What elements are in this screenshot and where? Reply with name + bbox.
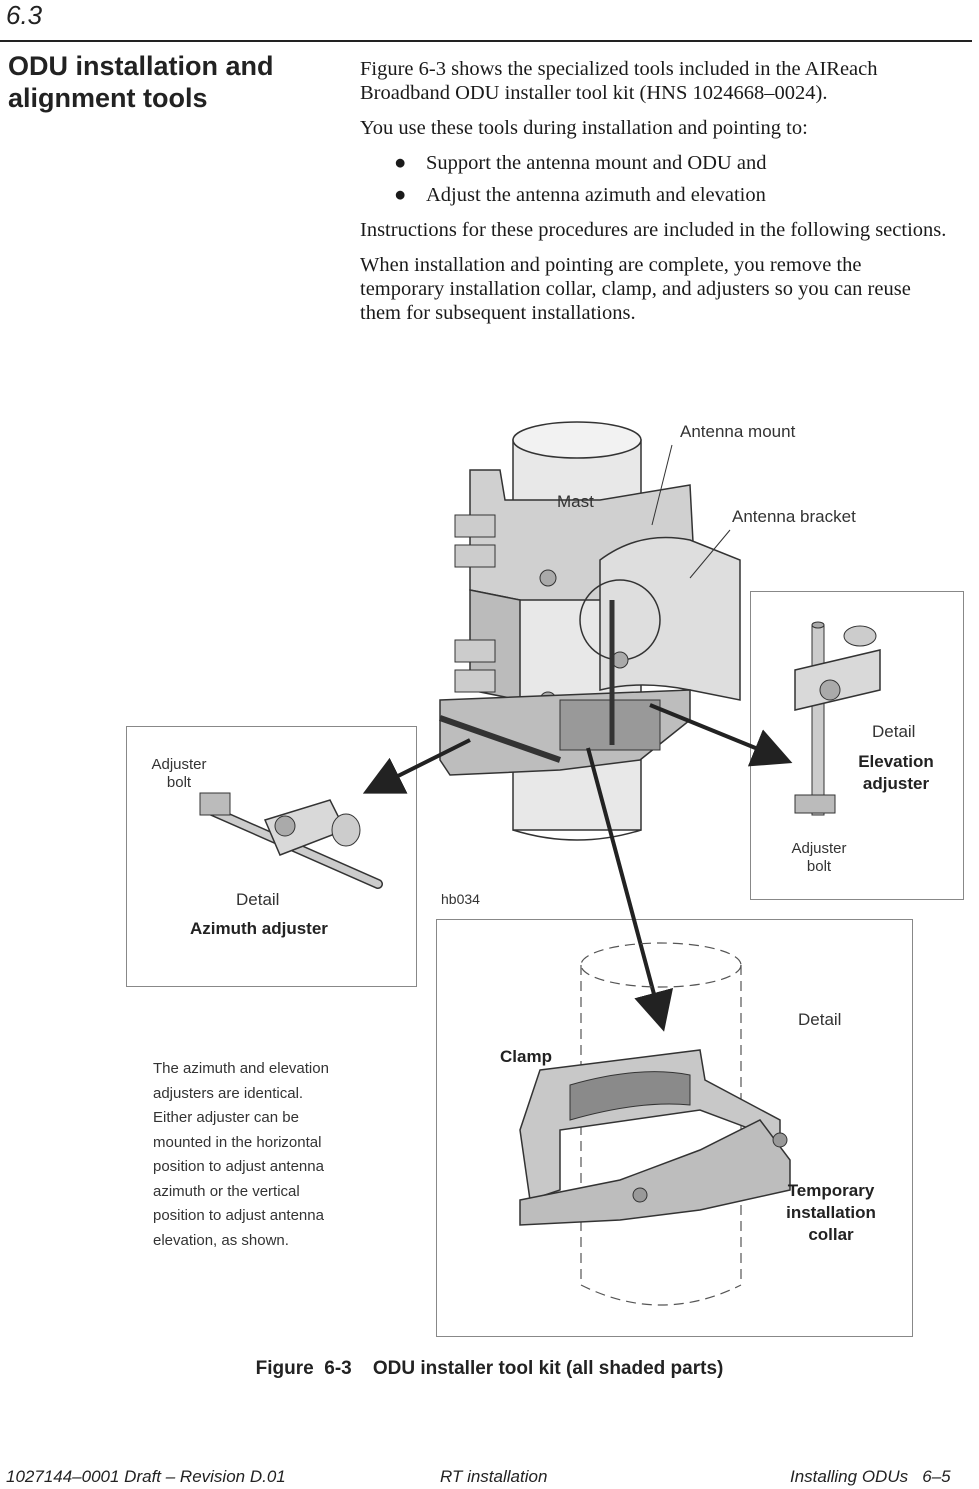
- elevation-adjuster-illustration: [794, 621, 881, 816]
- azimuth-detail-label: Detail: [236, 890, 280, 909]
- figure-caption: Figure 6-3 ODU installer tool kit (all s…: [255, 1358, 724, 1379]
- bullet-icon: ●: [394, 152, 407, 174]
- paragraph: You use these tools during installation …: [360, 117, 808, 139]
- elevation-bolt-label: Adjuster bolt: [791, 840, 847, 875]
- adjuster-note: The azimuth and elevation adjusters are …: [153, 1060, 329, 1249]
- antenna-mount-label: Antenna mount: [680, 422, 796, 441]
- section-number: 6.3: [6, 0, 43, 30]
- azimuth-adjuster-illustration: [199, 792, 383, 889]
- mast-label: Mast: [557, 492, 594, 511]
- header-rule: [0, 40, 972, 42]
- collar-detail-label: Detail: [798, 1010, 842, 1029]
- bullet-list: ●Support the antenna mount and ODU and ●…: [360, 151, 950, 207]
- bullet-item: ●Support the antenna mount and ODU and: [394, 152, 767, 174]
- paragraph: Figure 6-3 shows the specialized tools i…: [360, 58, 878, 104]
- azimuth-bolt-label: Adjuster bolt: [151, 756, 207, 791]
- bullet-item: ●Adjust the antenna azimuth and elevatio…: [394, 184, 766, 206]
- antenna-bracket-label: Antenna bracket: [732, 507, 856, 526]
- section-heading: ODU installation and alignment tools: [8, 51, 274, 113]
- azimuth-adjuster-title: Azimuth adjuster: [190, 919, 328, 938]
- clamp-label: Clamp: [500, 1047, 552, 1066]
- bullet-icon: ●: [394, 184, 407, 206]
- footer-doc-id: 1027144–0001 Draft – Revision D.01: [6, 1467, 286, 1486]
- body-text: Figure 6-3 shows the specialized tools i…: [360, 57, 950, 336]
- footer-page: Installing ODUs 6–5: [790, 1467, 951, 1486]
- antenna-bracket-illustration: [579, 536, 741, 701]
- figure-id-label: hb034: [441, 891, 480, 907]
- paragraph: When installation and pointing are compl…: [360, 254, 911, 324]
- collar-detail-box: [436, 919, 913, 1337]
- paragraph: Instructions for these procedures are in…: [360, 219, 947, 241]
- elevation-adjuster-title: Elevation adjuster: [858, 752, 934, 793]
- collar-label: Temporary installation collar: [786, 1181, 876, 1244]
- collar-detail-illustration: [519, 942, 791, 1306]
- installed-collar-illustration: [439, 600, 691, 776]
- footer-chapter: RT installation: [440, 1467, 548, 1486]
- elevation-detail-label: Detail: [872, 722, 916, 741]
